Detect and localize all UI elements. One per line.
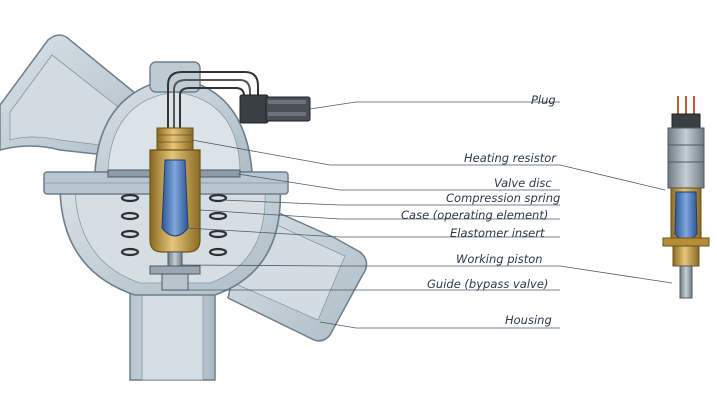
thermostat-insert [107, 127, 241, 291]
label-working-piston: Working piston [456, 252, 543, 266]
outlet-pipe-bottom-bore [141, 291, 204, 381]
bypass-guide [149, 265, 201, 275]
compression-spring [120, 193, 228, 257]
label-valve-disc: Valve disc [494, 176, 552, 190]
plug-body [239, 94, 269, 124]
plug [167, 71, 311, 130]
heating-resistor [156, 127, 194, 151]
label-compression-spring: Compression spring [446, 191, 560, 205]
label-case: Case (operating element) [401, 208, 548, 222]
label-housing: Housing [505, 313, 552, 327]
label-heating-resistor: Heating resistor [464, 151, 557, 165]
inset-element [662, 96, 710, 299]
label-guide: Guide (bypass valve) [427, 277, 548, 291]
labels: Plug Heating resistor Valve disc Compres… [401, 93, 560, 327]
label-plug: Plug [531, 93, 556, 107]
leader-lines [172, 101, 673, 329]
label-elastomer-insert: Elastomer insert [450, 226, 545, 240]
elastomer-insert [161, 159, 189, 237]
